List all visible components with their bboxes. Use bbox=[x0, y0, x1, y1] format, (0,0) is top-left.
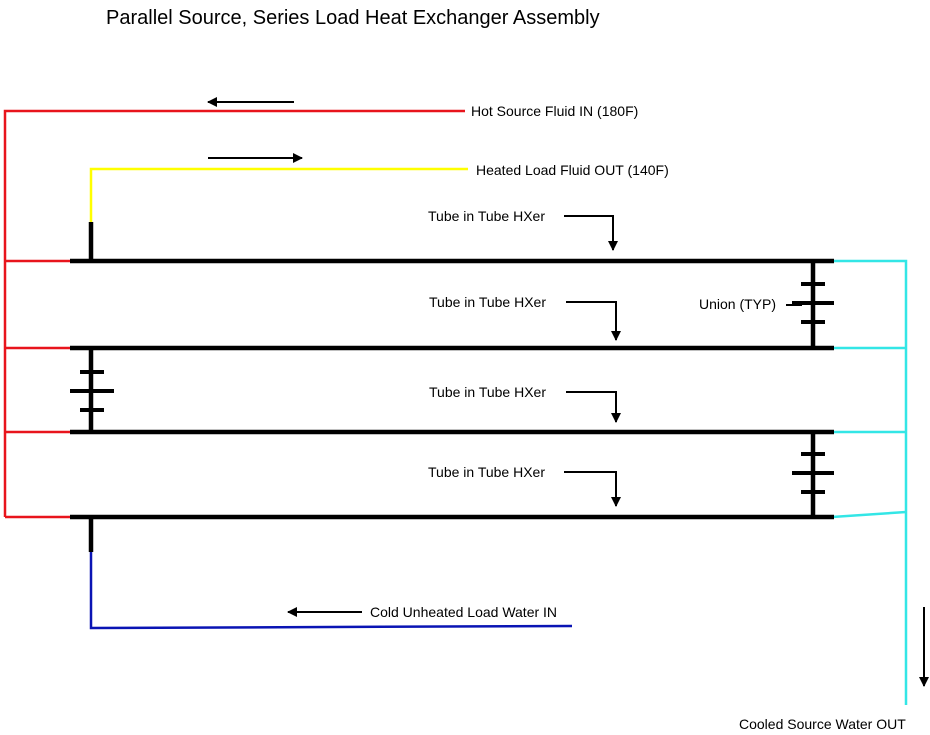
cold-load-in-pipe bbox=[89, 552, 573, 630]
cooled-source-out-label: Cooled Source Water OUT bbox=[739, 716, 906, 732]
diagram-title: Parallel Source, Series Load Heat Exchan… bbox=[106, 7, 600, 29]
union-label: Union (TYP) bbox=[699, 296, 776, 312]
hxer-label-4: Tube in Tube HXer bbox=[428, 464, 545, 480]
hot-source-piping bbox=[3, 109, 465, 519]
leader-arrow-icon bbox=[564, 215, 618, 251]
union-right-upper bbox=[792, 282, 834, 324]
union-left-middle bbox=[70, 370, 114, 412]
union-symbols bbox=[70, 282, 834, 494]
leader-arrow-icon bbox=[566, 301, 621, 341]
cold-load-in-label: Cold Unheated Load Water IN bbox=[370, 604, 557, 620]
hxer-label-3: Tube in Tube HXer bbox=[429, 384, 546, 400]
flow-arrows bbox=[207, 97, 929, 687]
hxer-label-2: Tube in Tube HXer bbox=[429, 294, 546, 310]
hxer-label-1: Tube in Tube HXer bbox=[428, 208, 545, 224]
leader-arrow-icon bbox=[564, 471, 621, 507]
union-right-lower bbox=[792, 452, 834, 494]
heated-load-out-pipe bbox=[89, 167, 468, 222]
hot-source-in-label: Hot Source Fluid IN (180F) bbox=[471, 103, 638, 119]
leader-arrow-icon bbox=[566, 391, 621, 423]
heated-load-out-label: Heated Load Fluid OUT (140F) bbox=[476, 162, 669, 178]
hxer-leaders bbox=[564, 215, 802, 507]
cooled-source-piping bbox=[831, 259, 908, 705]
